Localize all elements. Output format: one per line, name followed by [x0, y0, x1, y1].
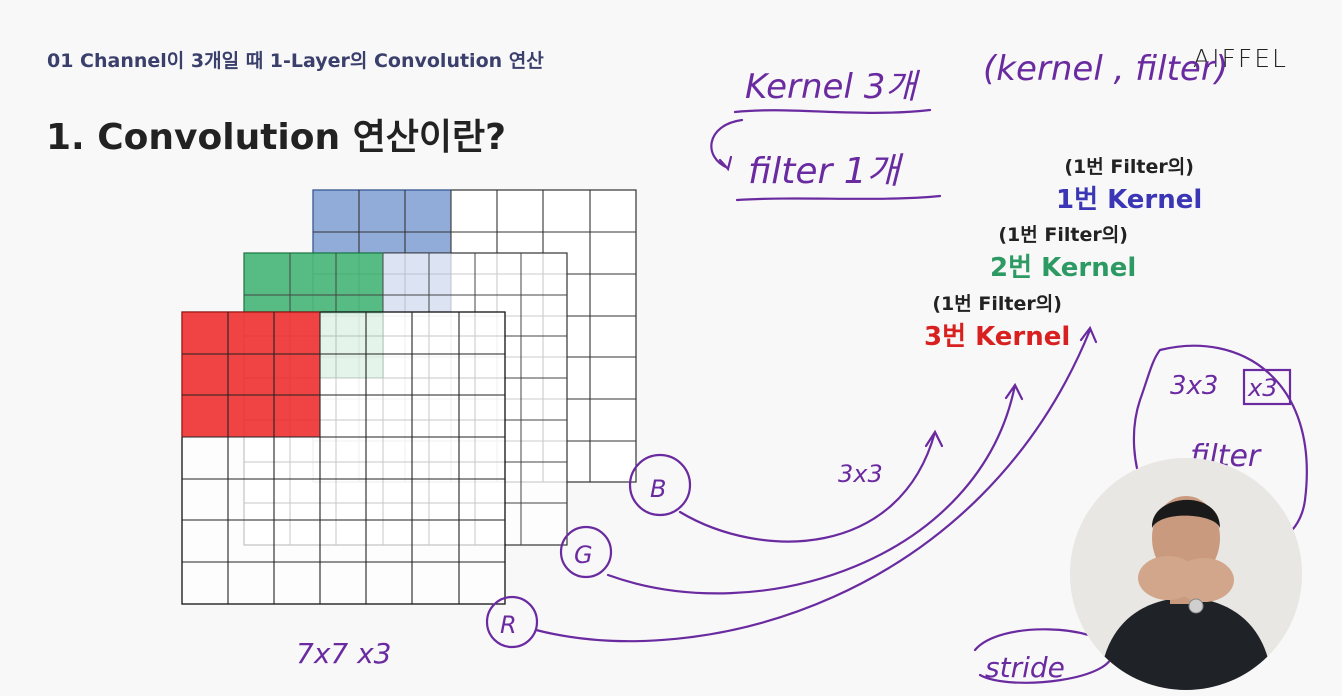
slide-title: 1. Convolution 연산이란? — [46, 117, 507, 158]
note-kernel-filter: (kernel , filter) — [983, 49, 1228, 89]
note-kernel-count: Kernel 3개 — [745, 67, 920, 107]
kernel-label-1-main: 1번 Kernel — [1056, 185, 1203, 215]
kernel-label-2-main: 2번 Kernel — [990, 253, 1137, 283]
note-filter-count: filter 1개 — [748, 151, 904, 192]
kernel-label-3-main: 3번 Kernel — [924, 322, 1071, 352]
note-filter-mult: x3 — [1247, 374, 1277, 402]
red-channel-grid — [181, 311, 506, 605]
kernel-label-2: (1번 Filter의) 2번 Kernel — [990, 220, 1136, 284]
presenter-icon — [1070, 458, 1302, 690]
handwriting-strokes — [485, 108, 1308, 684]
note-input-size: 7x7 x3 — [296, 637, 391, 670]
kernel-label-3: (1번 Filter의) 3번 Kernel — [924, 289, 1070, 353]
note-stride: stride — [985, 651, 1065, 684]
presenter-video — [1070, 458, 1302, 690]
slide-breadcrumb: 01 Channel이 3개일 때 1-Layer의 Convolution 연… — [47, 50, 544, 72]
aiffel-logo: AIFFEL — [1193, 44, 1288, 73]
note-g: G — [574, 541, 593, 569]
kernel-label-1: (1번 Filter의) 1번 Kernel — [1056, 152, 1202, 216]
kernel-label-1-sub: (1번 Filter의) — [1064, 156, 1194, 178]
kernel-label-3-sub: (1번 Filter의) — [932, 293, 1062, 315]
note-kernel-size: 3x3 — [838, 460, 883, 488]
kernel-label-2-sub: (1번 Filter의) — [998, 224, 1128, 246]
note-filter-shape: 3x3 — [1170, 371, 1218, 401]
note-r: R — [500, 611, 517, 639]
note-b: B — [650, 475, 666, 503]
